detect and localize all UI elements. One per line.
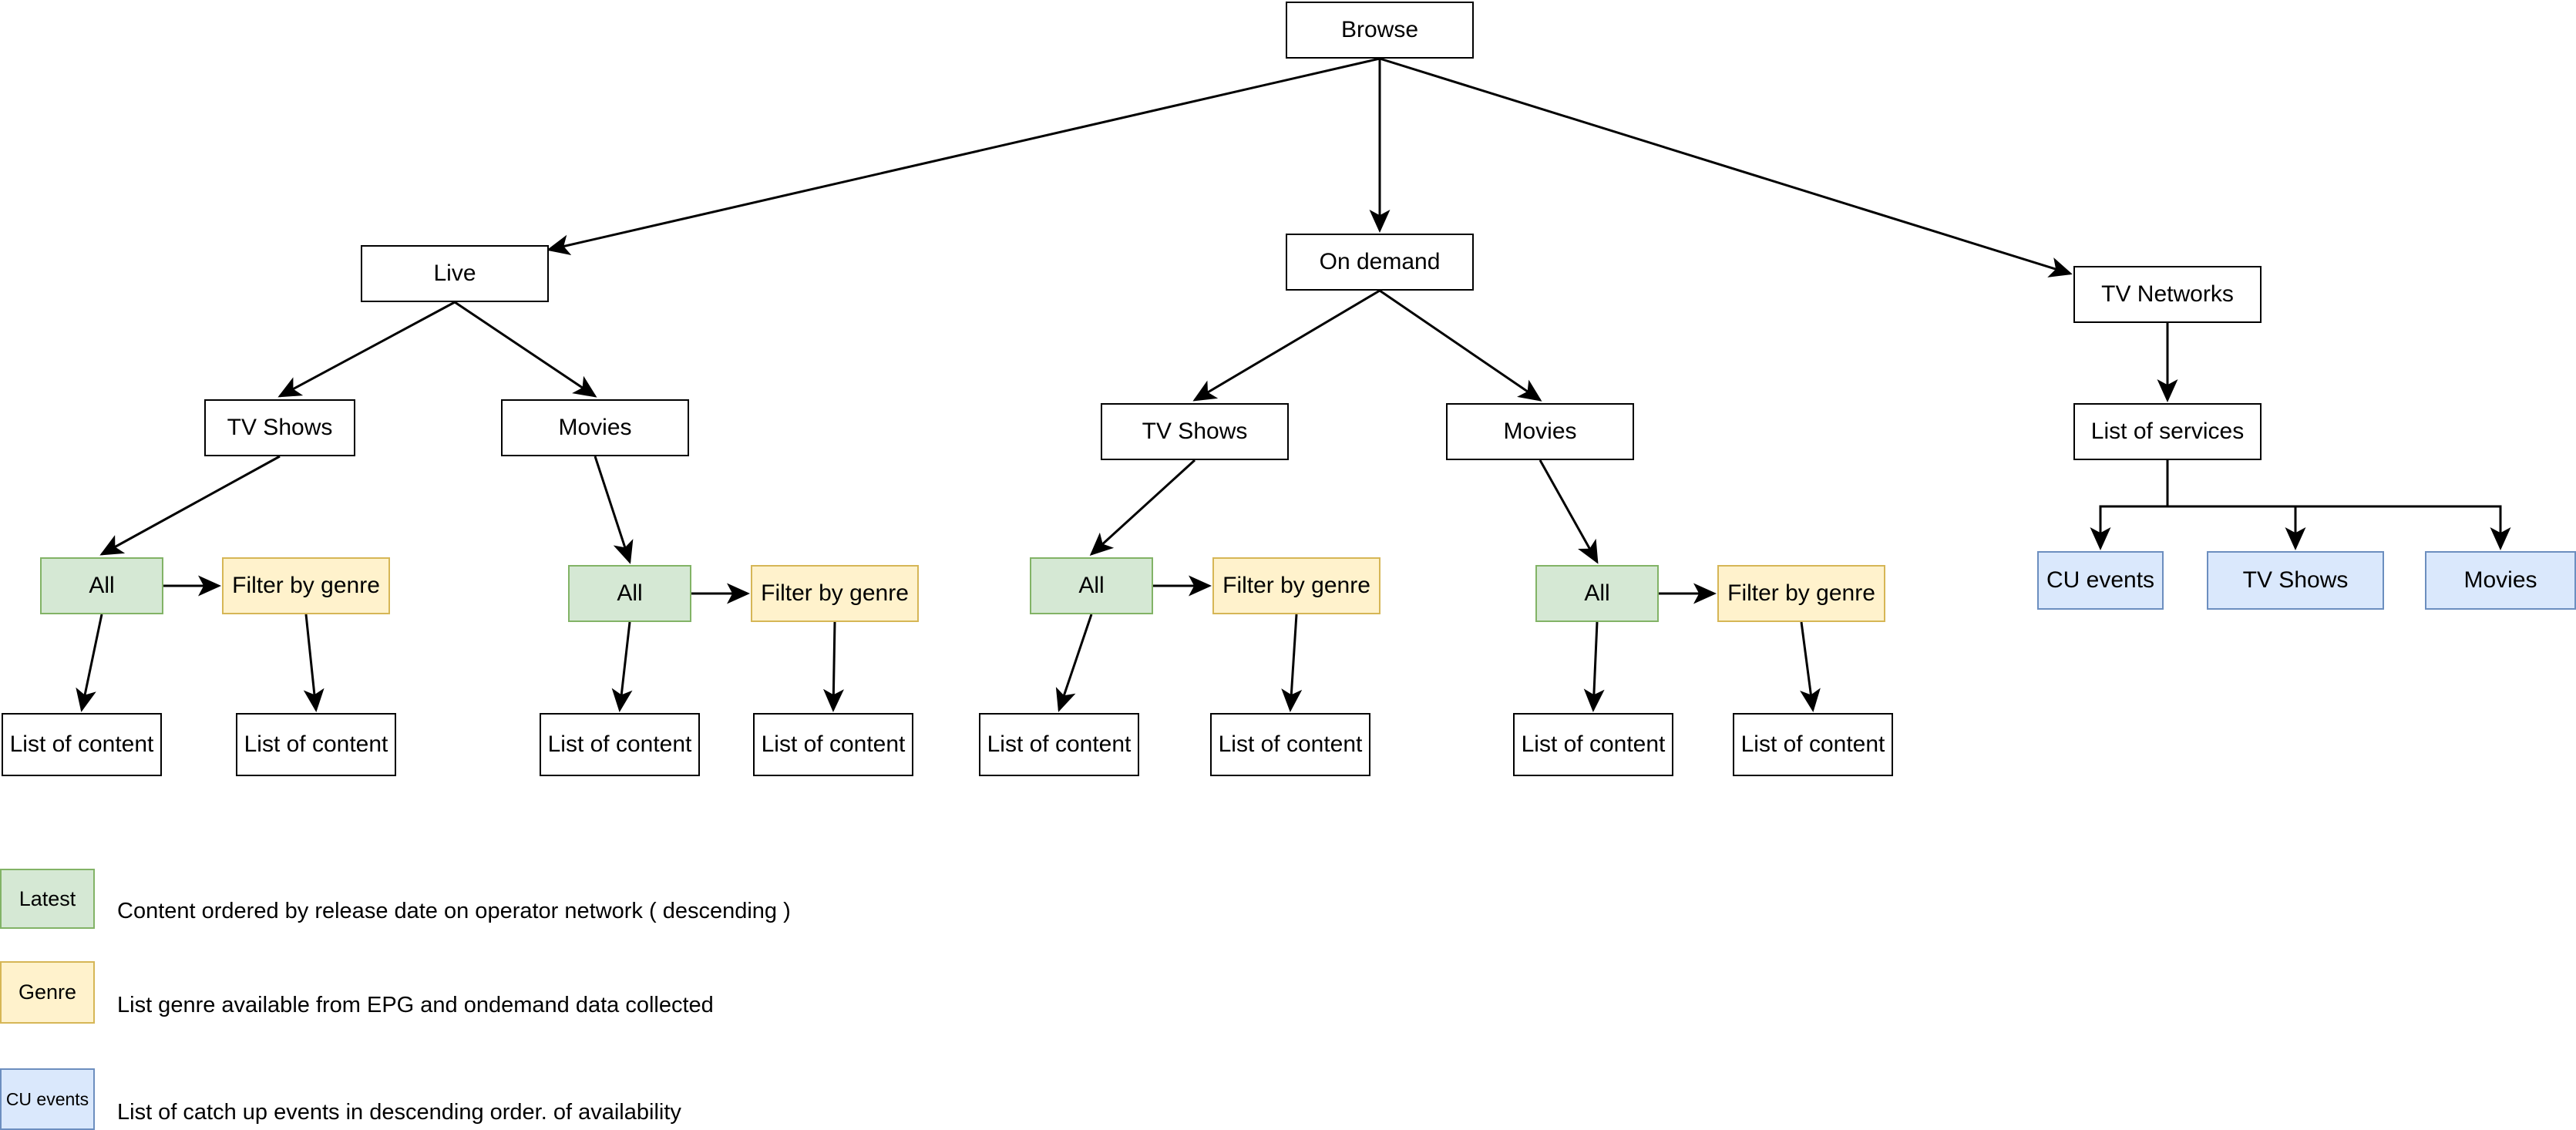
node-od-tv[interactable]: TV Shows xyxy=(1101,403,1289,460)
node-label: List of content xyxy=(1521,731,1666,757)
node-net-tv[interactable]: TV Shows xyxy=(2207,551,2384,610)
edge-live-to-live-movies xyxy=(454,301,597,398)
node-label: List of services xyxy=(2090,418,2245,444)
node-label: List of content xyxy=(1218,731,1363,757)
edge-od-tv-all-to-loc-5 xyxy=(1055,614,1093,712)
node-live-mv-all[interactable]: All xyxy=(568,565,691,622)
node-od-tv-all[interactable]: All xyxy=(1030,557,1153,614)
node-label: CU events xyxy=(2046,567,2155,593)
edge-live-to-live-tv xyxy=(277,301,456,398)
node-label: TV Shows xyxy=(1142,418,1248,444)
node-od-movies[interactable]: Movies xyxy=(1446,403,1634,460)
node-browse[interactable]: Browse xyxy=(1286,2,1474,59)
edge-od-tv-genre-to-loc-6 xyxy=(1281,614,1303,712)
node-label: Movies xyxy=(1503,418,1577,444)
edge-browse-to-live xyxy=(546,57,1380,256)
edge-browse-to-tvnetworks xyxy=(1379,57,2073,277)
edge-live-mv-genre-to-loc-4 xyxy=(822,621,844,712)
node-label: On demand xyxy=(1319,248,1441,274)
node-label: List of content xyxy=(987,731,1132,757)
node-label: TV Shows xyxy=(2242,567,2349,593)
node-live-tv[interactable]: TV Shows xyxy=(204,399,355,456)
edge-live-tv-genre-to-loc-2 xyxy=(303,614,325,712)
node-live-tv-genre[interactable]: Filter by genre xyxy=(222,557,390,614)
edge-ondemand-to-od-tv xyxy=(1192,289,1380,402)
node-label: All xyxy=(89,572,115,598)
legend-swatch-cu-events: CU events xyxy=(0,1068,95,1130)
edge-live-movies-to-live-mv-all xyxy=(594,456,634,564)
node-od-mv-genre[interactable]: Filter by genre xyxy=(1717,565,1885,622)
edge-od-mv-all-to-loc-7 xyxy=(1583,621,1605,712)
node-label: List of content xyxy=(1740,731,1885,757)
edge-live-tv-to-live-tv-all xyxy=(99,455,281,556)
node-label: Live xyxy=(433,260,476,286)
node-label: All xyxy=(1584,580,1610,606)
node-label: List of content xyxy=(244,731,388,757)
node-label: List of content xyxy=(9,731,154,757)
legend-swatch-genre: Genre xyxy=(0,961,95,1024)
legend-swatch-latest: Latest xyxy=(0,869,95,929)
edge-live-tv-all-to-loc-1 xyxy=(76,614,103,712)
node-loc-8[interactable]: List of content xyxy=(1733,713,1893,776)
edge-ondemand-to-od-movies xyxy=(1379,289,1542,402)
node-label: All xyxy=(1078,572,1105,598)
node-loc-4[interactable]: List of content xyxy=(753,713,913,776)
node-cu-events[interactable]: CU events xyxy=(2037,551,2164,610)
node-live-tv-all[interactable]: All xyxy=(40,557,163,614)
node-tvnetworks[interactable]: TV Networks xyxy=(2073,266,2262,323)
node-label: List of content xyxy=(547,731,692,757)
node-label: Filter by genre xyxy=(232,572,380,598)
node-label: Filter by genre xyxy=(1222,572,1370,598)
edge-services-to-net-movies xyxy=(2166,460,2511,550)
node-od-mv-all[interactable]: All xyxy=(1535,565,1659,622)
node-loc-5[interactable]: List of content xyxy=(979,713,1139,776)
node-live-movies[interactable]: Movies xyxy=(501,399,689,456)
node-label: TV Networks xyxy=(2101,281,2234,307)
node-label: Browse xyxy=(1340,16,1419,42)
legend-description: Content ordered by release date on opera… xyxy=(117,899,791,923)
node-loc-6[interactable]: List of content xyxy=(1210,713,1370,776)
node-ondemand[interactable]: On demand xyxy=(1286,234,1474,291)
node-od-tv-genre[interactable]: Filter by genre xyxy=(1212,557,1380,614)
node-loc-2[interactable]: List of content xyxy=(236,713,396,776)
node-loc-7[interactable]: List of content xyxy=(1513,713,1673,776)
node-label: List of content xyxy=(761,731,906,757)
node-label: Filter by genre xyxy=(761,580,909,606)
node-net-movies[interactable]: Movies xyxy=(2425,551,2576,610)
node-live-mv-genre[interactable]: Filter by genre xyxy=(751,565,919,622)
edge-services-to-cu-events xyxy=(2090,460,2169,550)
node-services[interactable]: List of services xyxy=(2073,403,2262,460)
node-label: Movies xyxy=(558,414,632,440)
edge-live-mv-all-to-loc-3 xyxy=(611,621,633,712)
legend-description: List of catch up events in descending or… xyxy=(117,1100,681,1125)
node-loc-3[interactable]: List of content xyxy=(540,713,700,776)
node-label: Movies xyxy=(2463,567,2537,593)
edge-od-mv-genre-to-loc-8 xyxy=(1800,621,1821,712)
node-live[interactable]: Live xyxy=(361,245,549,302)
edge-od-tv-to-od-tv-all xyxy=(1089,459,1196,557)
node-loc-1[interactable]: List of content xyxy=(2,713,162,776)
legend-description: List genre available from EPG and ondema… xyxy=(117,993,714,1017)
node-label: TV Shows xyxy=(227,414,333,440)
edge-services-to-net-tv xyxy=(2166,460,2306,550)
node-label: Filter by genre xyxy=(1727,580,1875,606)
edge-od-movies-to-od-mv-all xyxy=(1539,459,1599,564)
node-label: All xyxy=(617,580,643,606)
